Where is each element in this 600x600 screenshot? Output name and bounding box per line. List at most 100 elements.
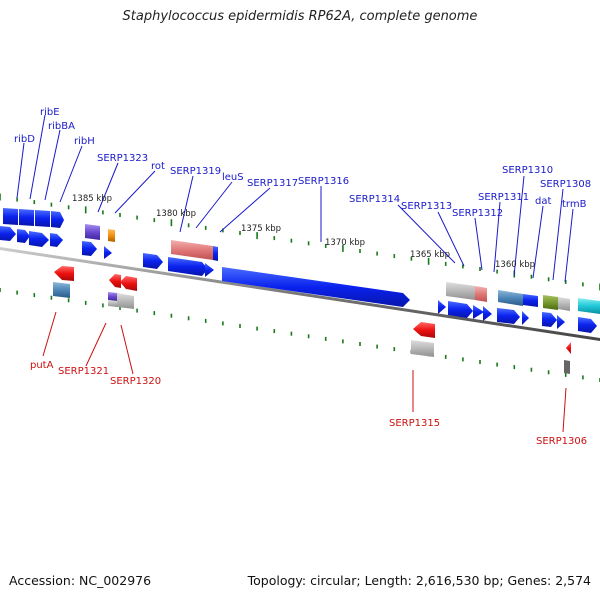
leader-SERP1319 bbox=[179, 175, 194, 233]
leader-SERP1311 bbox=[493, 201, 501, 273]
scale-tick-label: 1385 kbp bbox=[72, 194, 112, 204]
scale-tick-label: 1365 kbp bbox=[410, 250, 450, 260]
arrow-SERP1320f bbox=[143, 253, 163, 269]
forward-gene-labels: ribD ribE ribBA ribH SERP1323 rot SERP13… bbox=[14, 107, 591, 219]
scale-tick bbox=[479, 267, 481, 271]
leader-SERP1317 bbox=[219, 187, 271, 233]
arrow-SERP1320 bbox=[120, 276, 137, 291]
scale-tick bbox=[50, 295, 53, 300]
scale-tick bbox=[239, 231, 241, 235]
gene-ribH bbox=[51, 211, 64, 228]
gene-SERP1312 bbox=[475, 286, 487, 302]
scale-tick bbox=[0, 193, 1, 201]
arrow-SERP1306 bbox=[566, 342, 571, 354]
scale-tick bbox=[222, 321, 224, 326]
arrow-SERP1321 bbox=[109, 274, 121, 288]
leader-SERP1321 bbox=[85, 322, 107, 367]
scale-tick bbox=[16, 290, 18, 295]
arrow-SERP1313 bbox=[448, 301, 473, 318]
leader-putA bbox=[42, 311, 57, 357]
gene-label-SERP1323: SERP1323 bbox=[97, 153, 148, 164]
scale-tick bbox=[307, 334, 310, 339]
scale-tick bbox=[530, 274, 533, 279]
leader-SERP1310 bbox=[513, 175, 525, 277]
scale-tick bbox=[273, 329, 276, 334]
gene-label-ribE: ribE bbox=[40, 107, 60, 118]
scale-tick bbox=[530, 367, 533, 372]
gene-SERP1310b bbox=[523, 294, 538, 307]
scale-tick bbox=[290, 238, 293, 243]
arrow-SERP1312b bbox=[483, 306, 492, 321]
scale-tick bbox=[102, 210, 104, 215]
scale-tick bbox=[204, 225, 207, 230]
scale-tick bbox=[119, 213, 121, 217]
gene-label-ribD: ribD bbox=[14, 134, 35, 145]
scale-tick bbox=[84, 206, 87, 214]
gene-label-SERP1310: SERP1310 bbox=[502, 165, 553, 176]
gene-label-SERP1308: SERP1308 bbox=[540, 179, 591, 190]
arrow-ribD bbox=[0, 226, 16, 241]
gene-label-leuS: leuS bbox=[222, 172, 244, 183]
arrow-ribE bbox=[17, 229, 30, 243]
gene-label-putA: putA bbox=[30, 360, 54, 371]
gene-label-SERP1316: SERP1316 bbox=[298, 176, 349, 187]
arrow-SERP1314 bbox=[438, 300, 446, 314]
leader-SERP1313 bbox=[437, 211, 465, 267]
scale-tick bbox=[136, 308, 138, 313]
leader-SERP1320 bbox=[120, 324, 134, 375]
scale-tick bbox=[33, 293, 36, 298]
leader-SERP1312 bbox=[474, 217, 483, 271]
arrow-SERP1310c bbox=[522, 311, 529, 325]
scale-tick bbox=[290, 331, 293, 336]
scale-tick bbox=[84, 300, 87, 305]
scale-tick bbox=[342, 339, 344, 344]
gene-rot bbox=[108, 229, 115, 242]
gene-label-SERP1321: SERP1321 bbox=[58, 366, 109, 377]
scale-tick bbox=[582, 375, 584, 380]
gene-SERP1315 bbox=[411, 340, 434, 357]
scale-tick bbox=[393, 347, 396, 352]
arrow-putA bbox=[54, 266, 74, 281]
gene-label-SERP1314: SERP1314 bbox=[349, 194, 400, 205]
scale-tick bbox=[170, 313, 173, 318]
scale-tick bbox=[187, 223, 190, 228]
arrow-SERP1312 bbox=[473, 305, 484, 319]
scale-tick bbox=[444, 261, 447, 266]
reverse-gene-labels: putA SERP1321 SERP1320 SERP1315 SERP1306 bbox=[30, 360, 587, 447]
scale-tick bbox=[410, 256, 413, 261]
scale-tick-label: 1370 kbp bbox=[325, 238, 365, 248]
forward-genes bbox=[0, 208, 600, 333]
leader-dat bbox=[532, 205, 544, 279]
scale-tick bbox=[359, 342, 361, 346]
scale-tick bbox=[153, 311, 156, 316]
scale-tick bbox=[462, 264, 464, 269]
scale-labels: 1385 kbp 1380 kbp 1375 kbp 1370 kbp 1365… bbox=[72, 194, 535, 270]
arrow-SERP1316 bbox=[222, 267, 410, 307]
leader-ribE bbox=[29, 114, 46, 200]
gene-label-SERP1317: SERP1317 bbox=[247, 178, 298, 189]
genome-backbone bbox=[0, 247, 600, 341]
scale-tick bbox=[444, 354, 447, 359]
gene-putA bbox=[53, 282, 70, 298]
scale-tick bbox=[324, 336, 327, 341]
gene-ribBA bbox=[35, 210, 50, 227]
reverse-genes bbox=[53, 266, 571, 374]
gene-trmB bbox=[578, 298, 600, 314]
scale-tick bbox=[393, 254, 396, 259]
leader-ribD bbox=[16, 142, 25, 199]
leader-SERP1308 bbox=[552, 188, 564, 281]
scale-tick bbox=[513, 365, 516, 370]
scale-tick bbox=[239, 324, 241, 328]
scale-tick bbox=[462, 357, 464, 362]
arrow-SERP1308 bbox=[557, 315, 565, 329]
arrow-ribH bbox=[50, 233, 63, 247]
scale-tick bbox=[582, 282, 584, 287]
scale-tick bbox=[67, 205, 70, 210]
gene-ribD bbox=[3, 208, 18, 225]
scale-tick bbox=[342, 244, 344, 252]
gene-label-ribBA: ribBA bbox=[48, 121, 75, 132]
arrow-rot bbox=[104, 246, 112, 259]
arrow-SERP1315 bbox=[413, 322, 435, 338]
gene-SERP1319 bbox=[171, 240, 213, 260]
arrow-dat bbox=[542, 312, 557, 327]
